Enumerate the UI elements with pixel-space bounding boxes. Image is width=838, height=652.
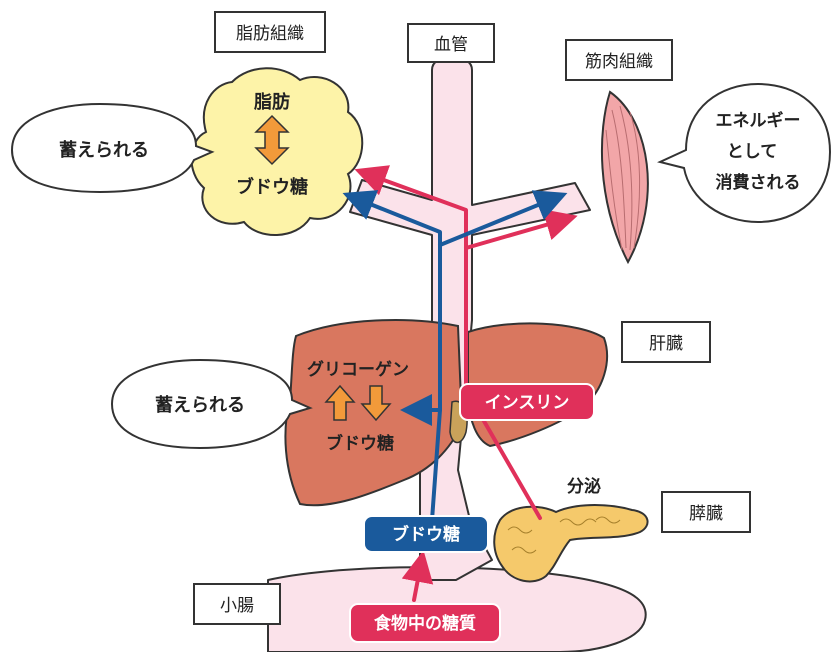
adipose-bubble-text: 蓄えられる [59, 140, 149, 161]
muscle-bubble-line3: 消費される [716, 172, 801, 193]
pancreas-shape [494, 505, 647, 581]
main-vessel [350, 58, 590, 580]
adipose-glucose-text: ブドウ糖 [236, 176, 308, 198]
pancreas-label: 膵臓 [662, 492, 750, 532]
blood-vessel-label: 血管 [408, 24, 494, 62]
adipose-label-text: 脂肪組織 [236, 24, 304, 44]
adipose-bubble: 蓄えられる [12, 104, 212, 192]
muscle-tissue [602, 92, 648, 262]
liver-label-text: 肝臓 [649, 334, 683, 354]
muscle-label: 筋肉組織 [566, 40, 672, 80]
adipose-tissue: 脂肪 ブドウ糖 [191, 68, 362, 235]
liver-bubble-text: 蓄えられる [155, 395, 245, 416]
liver-label: 肝臓 [622, 322, 710, 362]
small-intestine-label: 小腸 [194, 584, 280, 624]
liver-glucose-text: ブドウ糖 [326, 433, 394, 454]
insulin-tag: インスリン [460, 384, 594, 420]
muscle-bubble-line2: として [727, 142, 778, 162]
secretion-text: 分泌 [567, 476, 601, 497]
pancreas [494, 505, 647, 581]
fat-text: 脂肪 [254, 91, 290, 113]
blood-vessel-label-text: 血管 [434, 35, 468, 55]
adipose-label: 脂肪組織 [215, 12, 325, 52]
insulin-tag-text: インスリン [485, 393, 570, 413]
muscle-bubble: エネルギー として 消費される [660, 84, 830, 222]
muscle-shape [602, 92, 648, 262]
dietary-sugar-tag: 食物中の糖質 [350, 604, 500, 642]
muscle-label-text: 筋肉組織 [585, 52, 653, 72]
dietary-sugar-tag-text: 食物中の糖質 [374, 613, 476, 634]
liver-bubble: 蓄えられる [112, 360, 310, 448]
glucose-tag: ブドウ糖 [364, 516, 488, 552]
pancreas-label-text: 膵臓 [689, 504, 723, 524]
small-intestine-label-text: 小腸 [220, 596, 254, 616]
muscle-bubble-line1: エネルギー [716, 111, 801, 131]
glucose-tag-text: ブドウ糖 [392, 524, 460, 545]
glycogen-text: グリコーゲン [307, 359, 409, 380]
